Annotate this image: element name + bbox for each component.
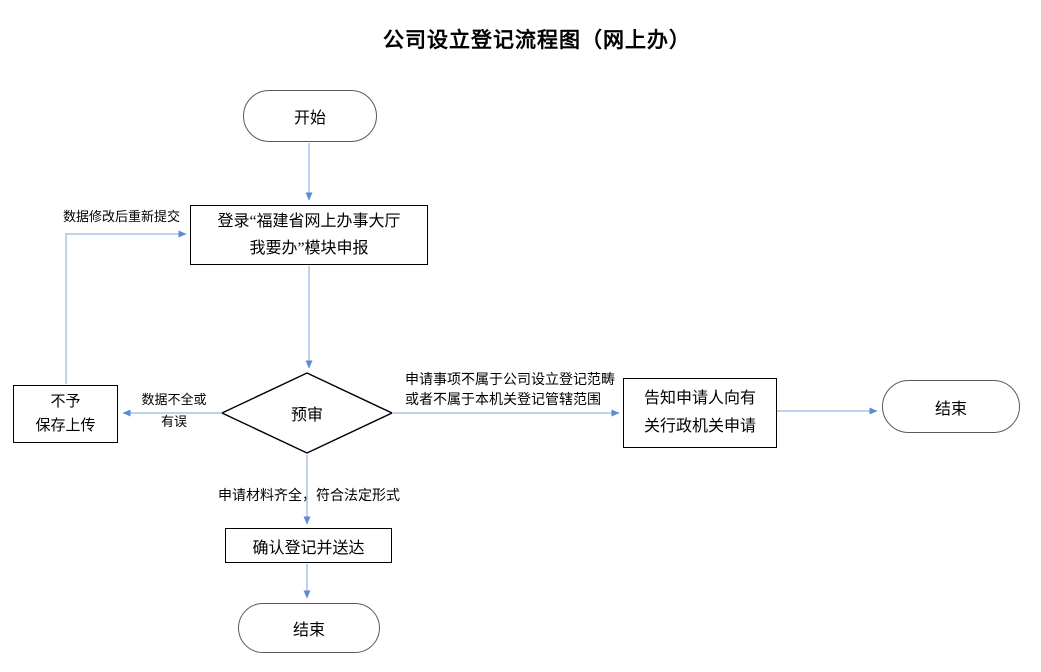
review-diamond-label: 预审 [290, 407, 323, 424]
reject-node-line2: 保存上传 [35, 418, 96, 434]
page-title: 公司设立登记流程图（网上办） [383, 28, 691, 52]
edge-label-out-of-scope: 申请事项不属于公司设立登记范畴 或者不属于本机关登记管辖范围 [405, 371, 615, 411]
edge-label-incomplete-line1: 数据不全或 [141, 392, 207, 407]
start-node: 开始 [243, 90, 377, 142]
edge-label-resubmit: 数据修改后重新提交 [63, 209, 181, 224]
edge-label-incomplete-line2: 有误 [160, 414, 187, 429]
end-node-right-label: 结束 [934, 400, 967, 418]
login-node-line1: 登录“福建省网上办事大厅 [217, 213, 401, 230]
confirm-node-label: 确认登记并送达 [252, 539, 365, 557]
connector-reject-to-login [65, 230, 187, 384]
edge-label-complete: 申请材料齐全，符合法定形式 [218, 489, 400, 504]
reject-node: 不予 保存上传 [13, 385, 118, 443]
inform-node-line2: 关行政机关申请 [643, 418, 756, 435]
end-node-bottom: 结束 [238, 603, 380, 653]
edge-label-incomplete: 数据不全或 有误 [136, 389, 212, 433]
inform-node: 告知申请人向有 关行政机关申请 [623, 378, 777, 448]
end-node-bottom-label: 结束 [292, 622, 325, 639]
inform-node-line1: 告知申请人向有 [643, 390, 756, 407]
edge-label-out-of-scope-line2: 或者不属于本机关登记管辖范围 [405, 393, 601, 408]
confirm-node: 确认登记并送达 [225, 528, 392, 563]
end-node-right: 结束 [882, 380, 1020, 433]
login-node-line2: 我要办”模块申报 [249, 240, 369, 257]
reject-node-line1: 不予 [50, 394, 81, 410]
edge-label-out-of-scope-line1: 申请事项不属于公司设立登记范畴 [405, 373, 615, 388]
start-node-label: 开始 [293, 110, 326, 127]
login-node: 登录“福建省网上办事大厅 我要办”模块申报 [190, 205, 428, 265]
